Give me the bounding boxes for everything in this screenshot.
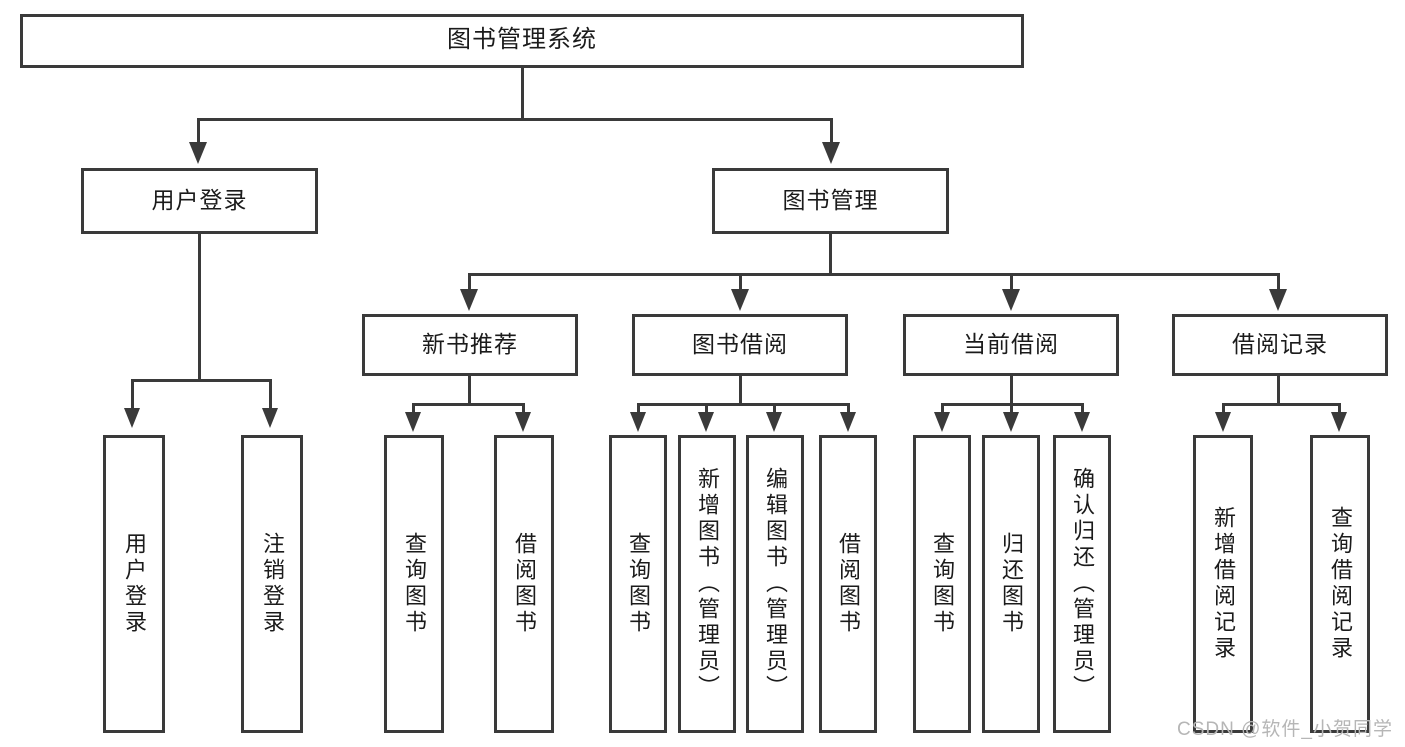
connector-book-borrow-branch-3 [773,403,776,413]
connector-new-book-bus [412,403,525,406]
arrowhead-leaf-book-borrow-2 [698,412,714,432]
arrowhead-leaf-user-login-2 [262,408,278,428]
connector-current-borrow-branch-3 [1081,403,1084,413]
connector-user-login-stem [198,234,201,382]
connector-current-borrow-stem [1010,376,1013,406]
arrowhead-leaf-current-borrow-1 [934,412,950,432]
node-label: 借阅记录 [1232,330,1328,357]
node-current-borrow[interactable]: 当前借阅 [903,314,1119,376]
connector-borrow-record-branch-2 [1338,403,1341,413]
connector-new-book-stem [468,376,471,406]
arrowhead-leaf-new-book-2 [515,412,531,432]
arrowhead-to-book-management [822,142,840,164]
connector-book-borrow-branch-1 [637,403,640,413]
leaf-new-book-borrow[interactable]: 借阅图书 [494,435,554,733]
node-label: 用户登录 [151,186,248,213]
arrowhead-leaf-new-book-1 [405,412,421,432]
node-label: 新书推荐 [422,330,518,357]
connector-book-management-bus [468,273,1280,276]
connector-book-borrow-branch-2 [705,403,708,413]
node-label: 当前借阅 [963,330,1059,357]
connector-bm-to-current-borrow [1010,273,1013,291]
arrowhead-leaf-user-login-1 [124,408,140,428]
node-new-book-recommend[interactable]: 新书推荐 [362,314,578,376]
connector-root-to-book-management [830,118,833,144]
leaf-current-borrow-return[interactable]: 归还图书 [982,435,1040,733]
node-label: 新增借阅记录 [1210,506,1236,662]
leaf-book-borrow-query[interactable]: 查询图书 [609,435,667,733]
connector-borrow-record-branch-1 [1222,403,1225,413]
node-label: 查询图书 [625,532,651,636]
node-label: 注销登录 [259,532,285,636]
leaf-book-borrow-add[interactable]: 新增图书（管理员） [678,435,736,733]
arrowhead-leaf-borrow-record-1 [1215,412,1231,432]
arrowhead-to-book-borrow [731,289,749,311]
leaf-borrow-record-add[interactable]: 新增借阅记录 [1193,435,1253,733]
connector-book-borrow-bus [637,403,850,406]
connector-root-bus [197,118,833,121]
leaf-current-borrow-confirm-return[interactable]: 确认归还（管理员） [1053,435,1111,733]
connector-new-book-branch-2 [522,403,525,413]
arrowhead-leaf-book-borrow-4 [840,412,856,432]
connector-current-borrow-branch-1 [941,403,944,413]
arrowhead-leaf-book-borrow-3 [766,412,782,432]
node-label: 借阅图书 [835,532,861,636]
connector-borrow-record-bus [1222,403,1341,406]
connector-current-borrow-branch-2 [1010,403,1013,413]
connector-user-login-branch-2 [269,379,272,409]
leaf-new-book-query[interactable]: 查询图书 [384,435,444,733]
node-label: 图书管理 [782,186,879,213]
node-label: 用户登录 [121,532,147,636]
connector-bm-to-new-book [468,273,471,291]
leaf-user-login-login[interactable]: 用户登录 [103,435,165,733]
leaf-current-borrow-query[interactable]: 查询图书 [913,435,971,733]
node-borrow-record[interactable]: 借阅记录 [1172,314,1388,376]
connector-book-borrow-branch-4 [847,403,850,413]
connector-user-login-bus [131,379,271,382]
node-book-borrow[interactable]: 图书借阅 [632,314,848,376]
arrowhead-to-new-book-recommend [460,289,478,311]
node-label: 新增图书（管理员） [694,467,720,701]
node-label: 查询图书 [401,532,427,636]
connector-user-login-branch-1 [131,379,134,409]
leaf-borrow-record-query[interactable]: 查询借阅记录 [1310,435,1370,733]
leaf-book-borrow-borrow[interactable]: 借阅图书 [819,435,877,733]
connector-book-borrow-stem [739,376,742,406]
node-root-book-management-system[interactable]: 图书管理系统 [20,14,1024,68]
leaf-book-borrow-edit[interactable]: 编辑图书（管理员） [746,435,804,733]
connector-bm-to-borrow-record [1277,273,1280,291]
connector-root-stem [521,68,524,120]
node-label: 图书管理系统 [447,26,597,53]
node-book-management[interactable]: 图书管理 [712,168,949,234]
connector-bm-to-book-borrow [739,273,742,291]
node-label: 借阅图书 [511,532,537,636]
node-user-login[interactable]: 用户登录 [81,168,318,234]
connector-book-management-stem [829,234,832,276]
arrowhead-leaf-borrow-record-2 [1331,412,1347,432]
node-label: 编辑图书（管理员） [762,467,788,701]
node-label: 图书借阅 [692,330,788,357]
node-label: 归还图书 [998,532,1024,636]
arrowhead-to-user-login [189,142,207,164]
node-label: 查询图书 [929,532,955,636]
leaf-user-login-logout[interactable]: 注销登录 [241,435,303,733]
arrowhead-leaf-current-borrow-3 [1074,412,1090,432]
node-label: 确认归还（管理员） [1069,467,1095,701]
connector-root-to-user-login [197,118,200,144]
connector-new-book-branch-1 [412,403,415,413]
connector-borrow-record-stem [1277,376,1280,406]
node-label: 查询借阅记录 [1327,506,1353,662]
arrowhead-leaf-current-borrow-2 [1003,412,1019,432]
arrowhead-leaf-book-borrow-1 [630,412,646,432]
arrowhead-to-borrow-record [1269,289,1287,311]
arrowhead-to-current-borrow [1002,289,1020,311]
